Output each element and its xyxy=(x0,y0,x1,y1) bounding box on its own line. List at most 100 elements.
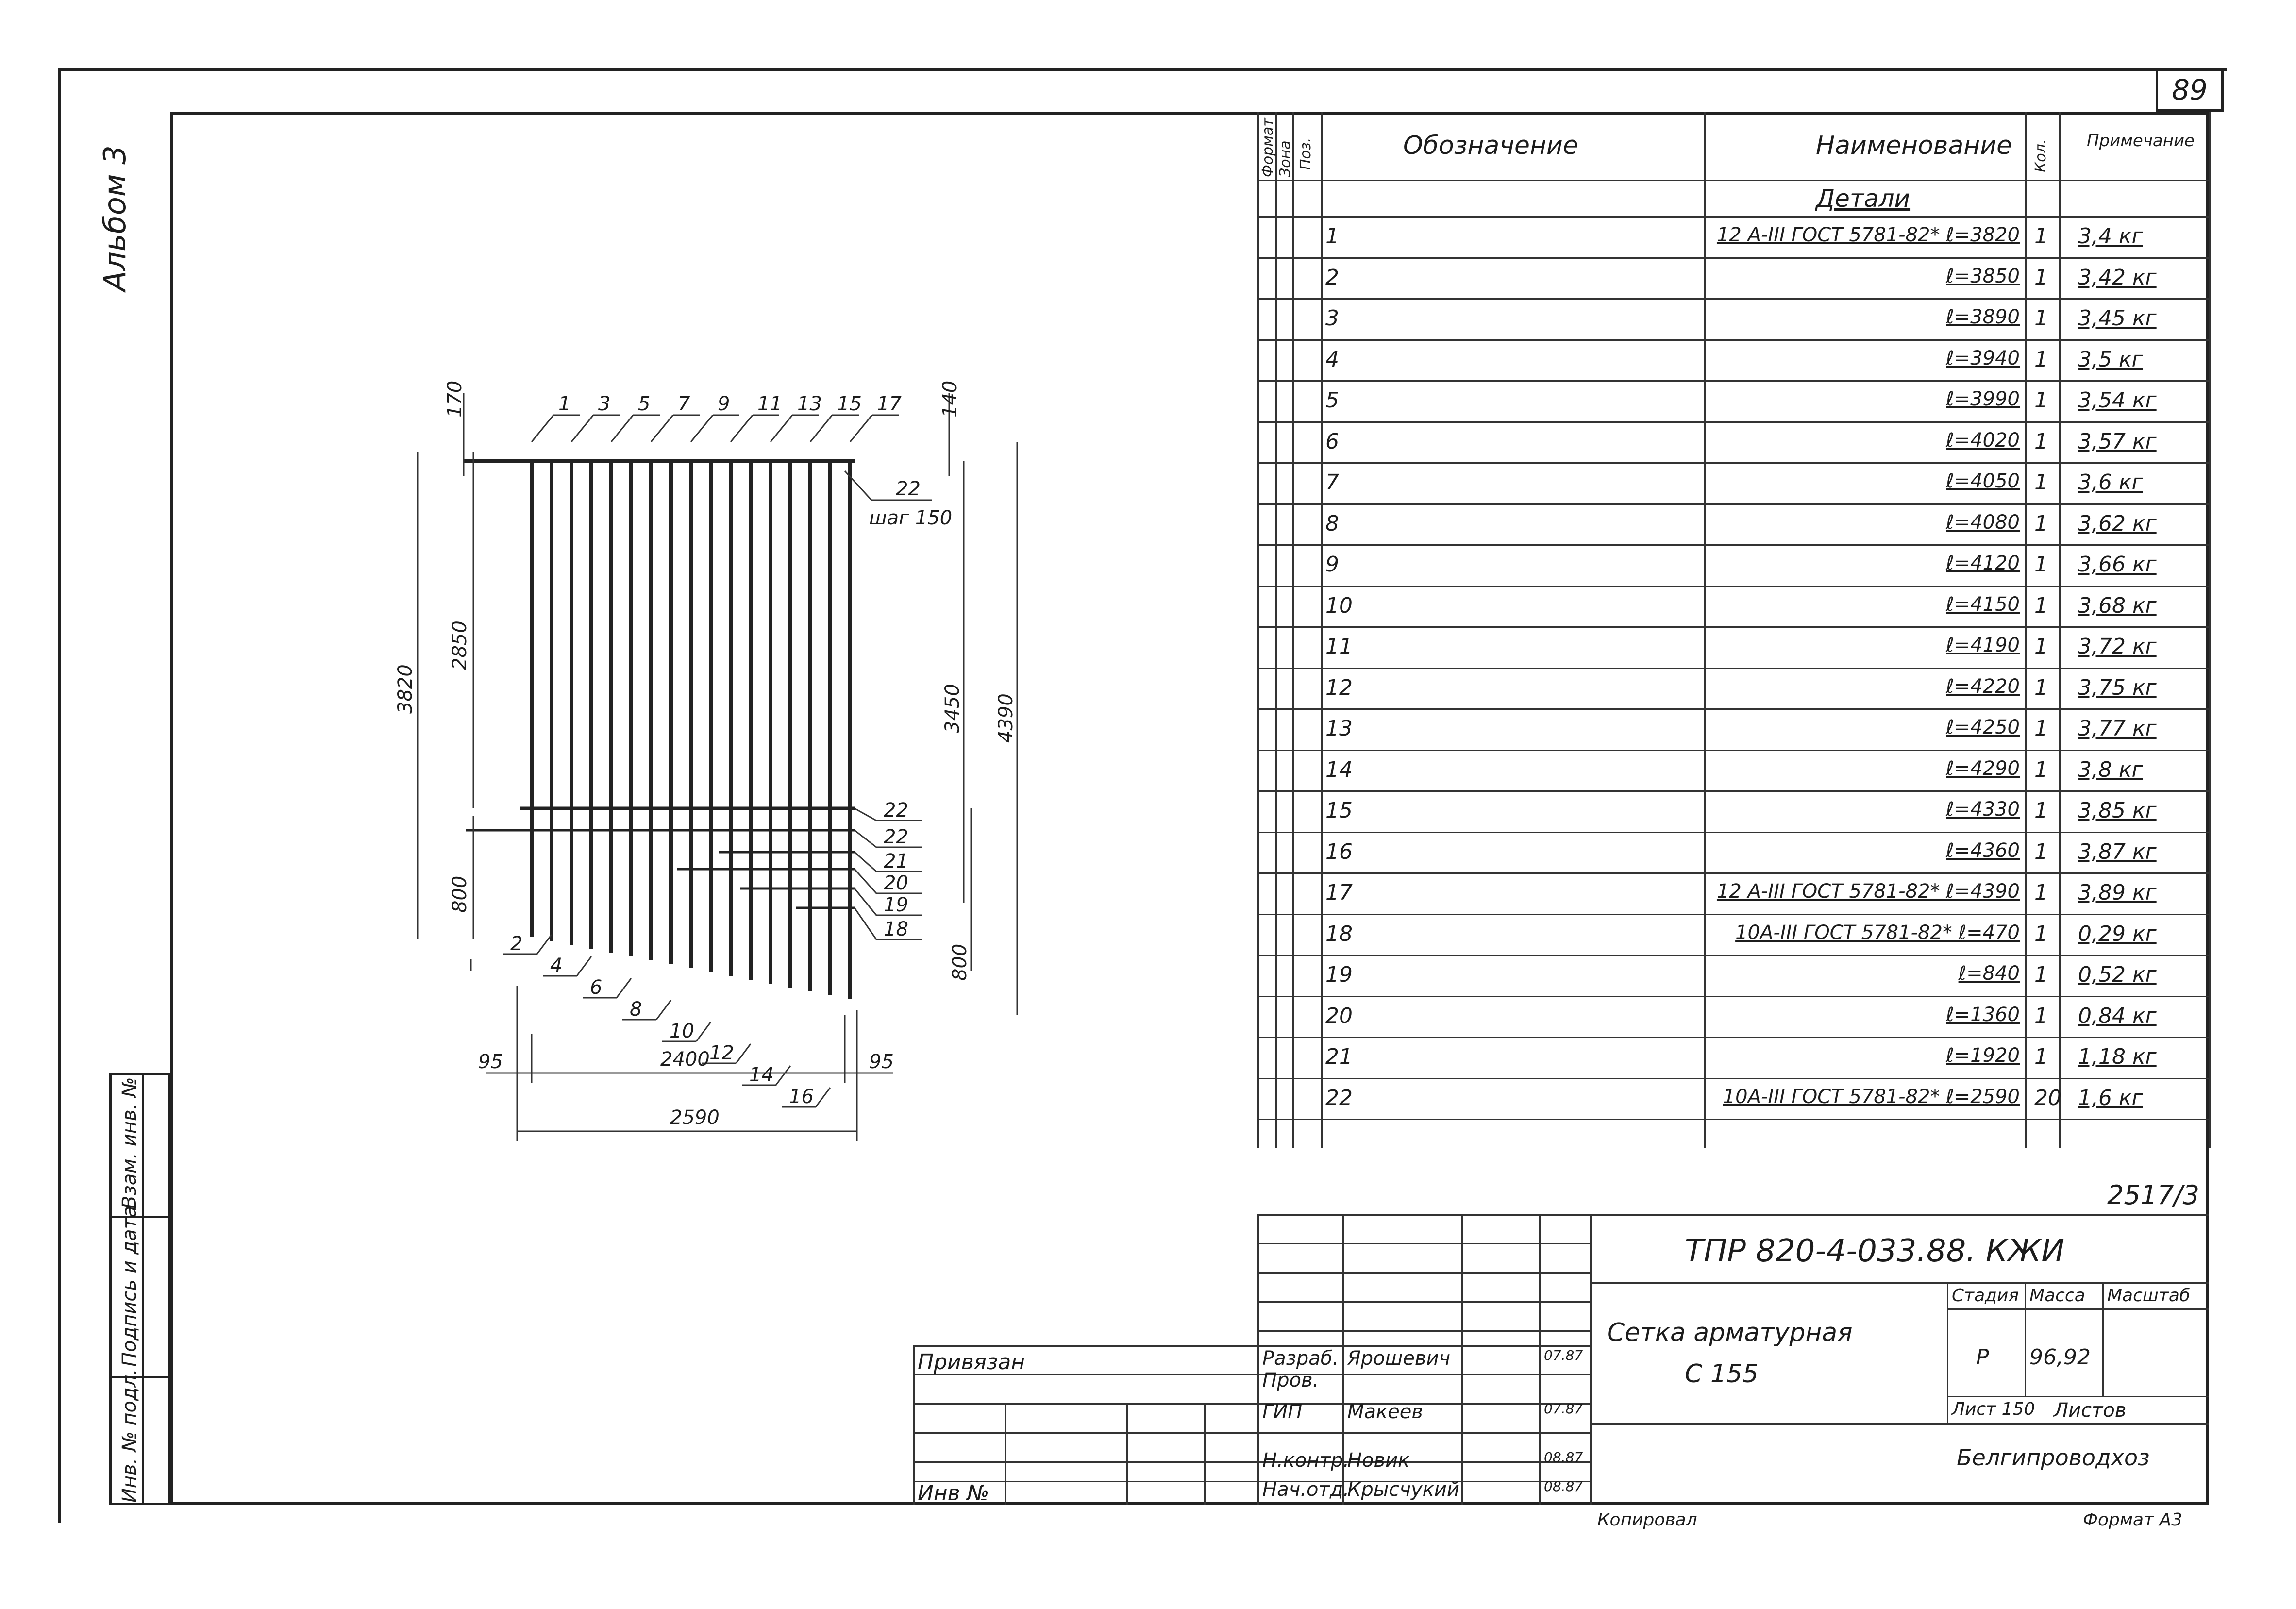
row-pos: 22 xyxy=(1325,1085,1353,1110)
row-pos: 11 xyxy=(1325,634,1353,659)
spec-row-divider xyxy=(1257,339,2209,341)
spec-row-divider xyxy=(1257,872,2209,874)
spec-section-divider xyxy=(1257,216,2209,218)
row-note: 3,45 кг xyxy=(2078,306,2157,331)
row-name: ℓ=4360 xyxy=(1946,839,2020,862)
row-name: 12 А-III ГОСТ 5781-82* ℓ=4390 xyxy=(1716,880,2020,903)
row-note: 0,29 кг xyxy=(2078,921,2157,946)
spec-row-divider xyxy=(1257,544,2209,546)
sheets-label: Листов xyxy=(2054,1399,2127,1422)
row-pos: 8 xyxy=(1325,511,1339,536)
top-pos-label: 5 xyxy=(638,393,650,415)
role-person: Макеев xyxy=(1347,1401,1423,1423)
outer-frame xyxy=(58,68,2227,1523)
row-qty: 1 xyxy=(2034,306,2048,331)
leader-line xyxy=(849,415,873,442)
row-name: ℓ=4290 xyxy=(1946,757,2020,780)
leader-line xyxy=(854,851,877,872)
row-name: ℓ=4250 xyxy=(1946,716,2020,738)
row-note: 3,5 кг xyxy=(2078,347,2143,372)
top-pos-label: 7 xyxy=(678,393,690,415)
right-pos-label: 18 xyxy=(884,918,908,940)
bottom-pos-label: 6 xyxy=(590,976,602,999)
spec-col-divider xyxy=(2209,112,2211,1148)
title-line1: Сетка арматурная xyxy=(1607,1318,1853,1347)
dim-left-mid: 2850 xyxy=(449,620,471,670)
role-label: Разраб. xyxy=(1262,1347,1339,1370)
row-note: 3,54 кг xyxy=(2078,388,2157,413)
leader-line xyxy=(531,415,554,442)
row-name: 12 А-III ГОСТ 5781-82* ℓ=3820 xyxy=(1716,224,2020,246)
stage-value: Р xyxy=(1976,1345,1989,1370)
bottom-pos-label: 4 xyxy=(550,955,562,977)
dim-right-bottom: 800 xyxy=(949,944,971,981)
header-qty: Кол. xyxy=(2032,139,2049,172)
row-note: 3,57 кг xyxy=(2078,429,2157,454)
dim-top-left: 170 xyxy=(444,381,466,418)
role-label: Пров. xyxy=(1262,1369,1319,1391)
doc-code: 2517/3 xyxy=(2107,1180,2199,1210)
bottom-pos-label: 8 xyxy=(630,998,642,1021)
row-name: ℓ=4150 xyxy=(1946,593,2020,616)
role-date: 08.87 xyxy=(1544,1449,1583,1465)
pitch-label: шаг 150 xyxy=(869,507,952,529)
row-pos: 3 xyxy=(1325,306,1339,331)
top-pos-label: 13 xyxy=(797,393,822,415)
spec-row-divider xyxy=(1257,503,2209,505)
row-pos: 6 xyxy=(1325,429,1339,454)
header-note: Примечание xyxy=(2087,131,2195,151)
spec-row-divider xyxy=(1257,585,2209,587)
organization: Белгипроводхоз xyxy=(1957,1444,2150,1471)
vzam-inv-label: Взам. инв. № xyxy=(118,1077,141,1209)
scale-header: Масштаб xyxy=(2107,1286,2191,1306)
dim-left-bottom: 800 xyxy=(449,876,471,913)
spec-col-divider xyxy=(2025,112,2027,1148)
row-qty: 1 xyxy=(2034,962,2048,987)
stamp-column: Взам. инв. № Подпись и дата Инв. № подл. xyxy=(109,1073,170,1505)
row-note: 3,66 кг xyxy=(2078,552,2157,577)
row-qty: 1 xyxy=(2034,593,2048,618)
right-pos-label: 20 xyxy=(884,872,908,894)
row-pos: 7 xyxy=(1325,470,1339,495)
row-pos: 10 xyxy=(1325,593,1353,618)
row-qty: 1 xyxy=(2034,675,2048,700)
leader-line xyxy=(655,1000,672,1020)
sheet-number: 89 xyxy=(2156,68,2224,112)
row-qty: 1 xyxy=(2034,634,2048,659)
spec-header-divider xyxy=(1257,180,2209,181)
spec-row-divider xyxy=(1257,257,2209,259)
row-pos: 14 xyxy=(1325,757,1353,782)
row-name: ℓ=3850 xyxy=(1946,265,2020,287)
row-qty: 1 xyxy=(2034,265,2048,290)
inv-no-label: Инв № xyxy=(918,1481,989,1506)
row-pos: 18 xyxy=(1325,921,1353,946)
top-pos-label: 11 xyxy=(757,393,782,415)
row-qty: 1 xyxy=(2034,921,2048,946)
row-note: 3,68 кг xyxy=(2078,593,2157,618)
row-note: 1,6 кг xyxy=(2078,1085,2143,1110)
bottom-pos-label: 2 xyxy=(510,933,522,955)
spec-col-divider xyxy=(2059,112,2061,1148)
row-pos: 13 xyxy=(1325,716,1353,741)
copied-label: Копировал xyxy=(1597,1510,1697,1530)
spec-row-divider xyxy=(1257,995,2209,997)
leader-line xyxy=(854,907,877,940)
spec-row-divider xyxy=(1257,831,2209,833)
row-name: ℓ=4120 xyxy=(1946,552,2020,574)
format-label: Формат А3 xyxy=(2083,1510,2183,1530)
row-name: ℓ=4080 xyxy=(1946,511,2020,534)
leader-line xyxy=(844,470,872,501)
leader-line xyxy=(815,1087,831,1107)
row-pos: 2 xyxy=(1325,265,1339,290)
leader-line xyxy=(735,1043,752,1064)
dim-bottom-right-offset: 95 xyxy=(869,1051,894,1073)
row-note: 3,42 кг xyxy=(2078,265,2157,290)
role-date: 07.87 xyxy=(1544,1401,1583,1417)
row-note: 3,85 кг xyxy=(2078,798,2157,823)
row-pos: 16 xyxy=(1325,839,1353,864)
row-qty: 1 xyxy=(2034,429,2048,454)
row-note: 3,89 кг xyxy=(2078,880,2157,905)
leader-line xyxy=(854,829,877,848)
top-pos-label: 1 xyxy=(558,393,570,415)
